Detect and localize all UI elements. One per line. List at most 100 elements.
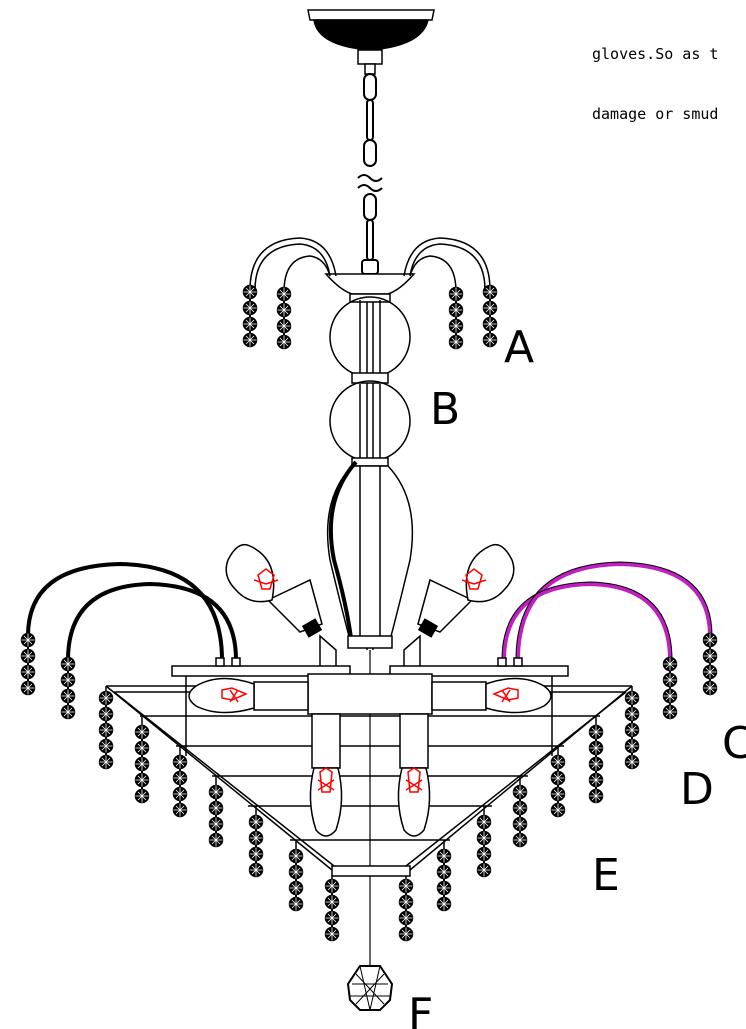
- crystal-facet: [277, 303, 291, 317]
- crystal-strand: [288, 840, 304, 912]
- crystal-facet: [589, 773, 603, 787]
- crystal-facet: [243, 333, 257, 347]
- crystal-facet: [551, 755, 565, 769]
- horizontal-bulb-right: [485, 677, 552, 714]
- crystal-facet: [173, 787, 187, 801]
- upper-socket-left: [225, 543, 337, 671]
- top-arms: [249, 237, 491, 293]
- crystal-facet: [625, 723, 639, 737]
- side-arms-right-outline: [501, 561, 713, 661]
- hanging-socket-left: [309, 713, 343, 837]
- crystal-strand: [134, 716, 150, 804]
- crystal-facet: [449, 319, 463, 333]
- crystal-facet: [477, 831, 491, 845]
- crystal-facet: [209, 785, 223, 799]
- ceiling-canopy: [307, 9, 435, 75]
- crystal-facet: [99, 691, 113, 705]
- crystal-strand: [398, 876, 414, 942]
- crystal-strand: [476, 806, 492, 878]
- crystal-facet: [399, 911, 413, 925]
- label-a: A: [504, 322, 534, 373]
- crystal-facet: [209, 817, 223, 831]
- crystal-facet: [513, 817, 527, 831]
- crystal-facet: [399, 927, 413, 941]
- crystal-facet: [513, 801, 527, 815]
- crystal-facet: [663, 705, 677, 719]
- crystal-facet: [449, 335, 463, 349]
- part-labels: A B C D E F: [408, 322, 746, 1029]
- crystal-strand: [448, 286, 464, 350]
- crystal-facet: [589, 741, 603, 755]
- crystal-facet: [325, 911, 339, 925]
- crystal-facet: [437, 897, 451, 911]
- conical-frame: [105, 676, 633, 877]
- crystal-facet: [249, 847, 263, 861]
- crystal-facet: [135, 773, 149, 787]
- crystal-facet: [399, 895, 413, 909]
- crystal-facet: [325, 927, 339, 941]
- crystal-facet: [625, 707, 639, 721]
- instruction-note-line-1: gloves.So as t: [592, 45, 719, 63]
- tray-top: [171, 657, 569, 677]
- crystal-facet: [289, 897, 303, 911]
- crystal-facet: [173, 771, 187, 785]
- crystal-strand: [276, 286, 292, 350]
- crystal-strand: [20, 632, 36, 696]
- crystal-facet: [135, 757, 149, 771]
- crystal-facet: [477, 863, 491, 877]
- crystal-strand: [624, 686, 640, 770]
- crystal-facet: [663, 689, 677, 703]
- crystal-facet: [21, 681, 35, 695]
- crystal-facet: [135, 725, 149, 739]
- crystal-facet: [589, 757, 603, 771]
- glass-sphere-lower: [329, 380, 411, 467]
- crystal-facet: [703, 649, 717, 663]
- label-c: C: [722, 718, 746, 769]
- crystal-strand: [550, 746, 566, 818]
- crystal-facet: [663, 673, 677, 687]
- crystal-facet: [249, 815, 263, 829]
- crystal-facet: [99, 707, 113, 721]
- crystal-facet: [277, 319, 291, 333]
- crystal-facet: [289, 865, 303, 879]
- side-arms-right: [502, 561, 712, 661]
- crystal-strand: [436, 840, 452, 912]
- crystal-facet: [625, 739, 639, 753]
- crystal-facet: [135, 741, 149, 755]
- glass-sphere-upper: [329, 293, 411, 384]
- crystal-facet: [483, 317, 497, 331]
- crystal-strand: [512, 776, 528, 848]
- glass-vase: [326, 460, 414, 649]
- crystal-facet: [99, 723, 113, 737]
- crystal-facet: [437, 849, 451, 863]
- crystal-facet: [325, 879, 339, 893]
- crystal-facet: [703, 633, 717, 647]
- crystal-facet: [589, 725, 603, 739]
- crystal-facet: [61, 705, 75, 719]
- hanging-chain: [357, 73, 383, 275]
- label-f: F: [408, 989, 433, 1029]
- crystal-facet: [249, 863, 263, 877]
- crystal-facet: [209, 801, 223, 815]
- upper-socket-right: [403, 543, 515, 671]
- crystal-facet: [483, 301, 497, 315]
- label-b: B: [430, 384, 460, 435]
- crystal-strand: [662, 656, 678, 720]
- crystal-facet: [449, 287, 463, 301]
- pendant-prism: [346, 965, 394, 1011]
- crystal-facet: [277, 287, 291, 301]
- instruction-note-line-2: damage or smud: [592, 105, 719, 123]
- crystal-facet: [513, 785, 527, 799]
- crystal-facet: [99, 739, 113, 753]
- crystal-strand: [248, 806, 264, 878]
- crystal-facet: [551, 787, 565, 801]
- crystal-facet: [477, 815, 491, 829]
- crystal-facet: [437, 865, 451, 879]
- crystal-facet: [703, 681, 717, 695]
- side-arms-left: [26, 561, 238, 661]
- crystal-strand: [324, 876, 340, 942]
- crystal-strand: [172, 746, 188, 818]
- crystal-facet: [21, 665, 35, 679]
- crystal-facet: [277, 335, 291, 349]
- crystal-facet: [135, 789, 149, 803]
